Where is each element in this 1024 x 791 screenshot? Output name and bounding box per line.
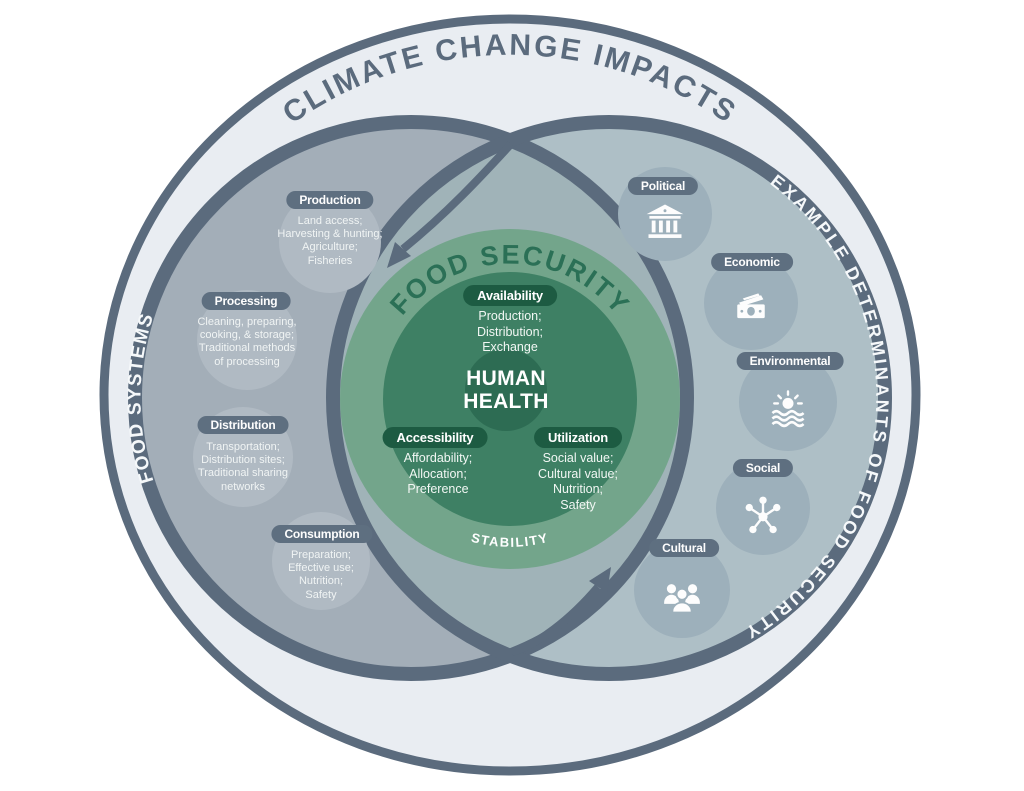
government-building-icon [646,204,684,238]
availability-pill: Availability [463,285,557,306]
utilization-pill: Utilization [534,427,622,448]
determinants-circle-border [326,115,892,681]
cycle-arrow-bottom [510,567,611,656]
network-icon [745,496,781,534]
accessibility-desc: Affordability; Allocation; Preference [403,451,473,496]
accessibility-pill: Accessibility [382,427,488,448]
distribution-desc: Transportation; Distribution sites; Trad… [197,441,289,493]
cycle-arrow-top [387,141,514,268]
social-pill: Social [732,459,794,477]
consumption-pill: Consumption [271,525,373,543]
human-health-circle [465,349,547,431]
processing-desc: Cleaning, preparing, cooking, & storage;… [197,316,297,368]
distribution-pill: Distribution [197,416,289,434]
political-pill: Political [627,177,699,195]
food-systems-circle-border [128,115,694,681]
environmental-pill: Environmental [736,352,844,370]
stability-arc-label: STABILITY [470,530,550,550]
availability-desc: Production; Distribution; Exchange [477,309,543,354]
consumption-desc: Preparation; Effective use; Nutrition; S… [288,549,354,601]
production-desc: Land access; Harvesting & hunting; Agric… [277,215,383,267]
utilization-desc: Social value; Cultural value; Nutrition;… [538,451,618,512]
money-icon [737,293,765,319]
human-health-label: HUMAN HEALTH [463,367,549,413]
cultural-pill: Cultural [649,539,719,557]
people-group-icon [664,584,700,614]
sun-water-icon [771,390,805,428]
economic-pill: Economic [711,253,793,271]
production-pill: Production [286,191,374,209]
processing-pill: Processing [201,292,291,310]
